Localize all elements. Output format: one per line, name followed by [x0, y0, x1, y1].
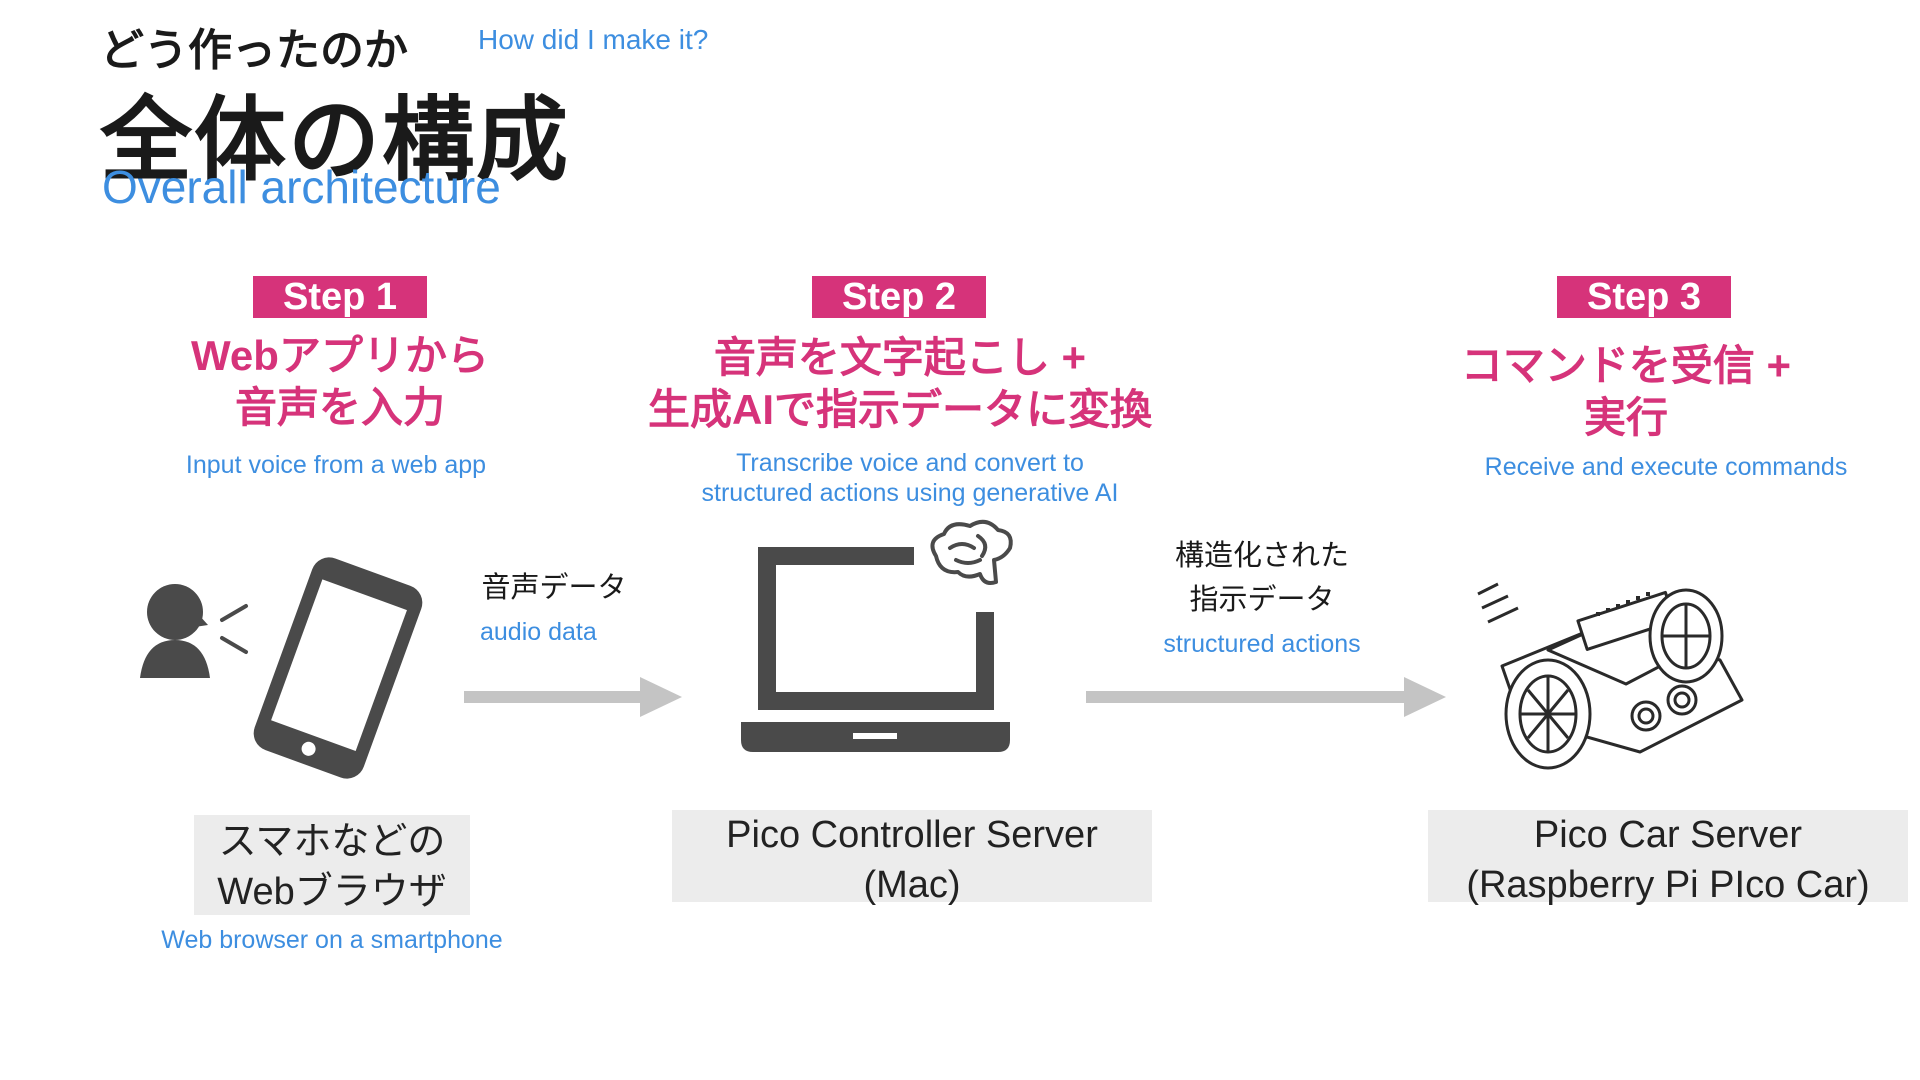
step-1-title-line1: Webアプリから	[191, 332, 489, 379]
step-2-desc-line1: Transcribe voice and convert to	[736, 449, 1084, 477]
edge-1-label-jp: 音声データ	[424, 566, 684, 610]
node-browser-box: スマホなどの Webブラウザ	[194, 815, 470, 915]
node-controller-label-line1: Pico Controller Server	[726, 814, 1098, 856]
node-car-label-line2: (Raspberry Pi PIco Car)	[1466, 864, 1870, 906]
step-3-title-line2: 実行	[1583, 394, 1668, 441]
step-2-desc: Transcribe voice and convert to structur…	[630, 448, 1190, 508]
step-2-title-line2: 生成AIで指示データに変換	[647, 386, 1152, 433]
step-1-badge: Step 1	[253, 276, 427, 318]
step-2-desc-line2: structured actions using generative AI	[701, 479, 1119, 507]
step-3-title-line1: コマンドを受信 +	[1460, 342, 1792, 389]
subtitle-en: How did I make it?	[478, 24, 709, 55]
node-controller-box: Pico Controller Server (Mac)	[672, 810, 1152, 906]
laptop-icon	[741, 547, 1010, 752]
step-1-title: Webアプリから 音声を入力	[60, 330, 620, 434]
step-3-badge: Step 3	[1557, 276, 1731, 318]
step-1-desc-line1: Input voice from a web app	[185, 451, 487, 479]
node-browser-label-line2: Webブラウザ	[217, 871, 447, 913]
step-3-desc: Receive and execute commands	[1386, 452, 1920, 482]
node-car-box: Pico Car Server (Raspberry Pi PIco Car)	[1428, 810, 1908, 906]
step-3-desc-line1: Receive and execute commands	[1484, 453, 1848, 481]
robot-car-icon	[1477, 582, 1744, 770]
edge-1-label-en: audio data	[480, 618, 597, 646]
step-1-desc: Input voice from a web app	[56, 450, 616, 480]
step-2-title: 音声を文字起こし + 生成AIで指示データに変換	[620, 332, 1180, 436]
step-2-title-line1: 音声を文字起こし +	[713, 334, 1087, 381]
speaking-person-icon	[140, 584, 210, 678]
edge-1-label-jp-line1: 音声データ	[481, 572, 627, 604]
edge-2-label-jp: 構造化された 指示データ	[1132, 534, 1392, 622]
brain-icon	[930, 519, 1013, 585]
arrow-structured-actions	[1086, 677, 1446, 717]
page-title: 全体の構成	[100, 90, 571, 192]
step-1-title-line2: 音声を入力	[234, 384, 445, 431]
voice-waves-icon	[220, 604, 248, 654]
edge-2-label-en: structured actions	[1163, 630, 1361, 658]
node-browser-caption: Web browser on a smartphone	[161, 926, 503, 954]
edge-2-label-jp-line2: 指示データ	[1189, 584, 1335, 616]
arrow-audio	[464, 677, 682, 717]
subtitle-jp: どう作ったのか	[100, 26, 408, 75]
node-browser-label-line1: スマホなどの	[218, 821, 446, 863]
smartphone-icon	[253, 557, 423, 779]
node-car-label-line1: Pico Car Server	[1533, 814, 1803, 856]
edge-2-label-jp-line1: 構造化された	[1174, 540, 1349, 572]
node-controller-label-line2: (Mac)	[863, 864, 961, 906]
step-2-badge: Step 2	[812, 276, 986, 318]
page-title-en: Overall architecture	[102, 161, 501, 213]
step-3-title: コマンドを受信 + 実行	[1346, 340, 1906, 444]
